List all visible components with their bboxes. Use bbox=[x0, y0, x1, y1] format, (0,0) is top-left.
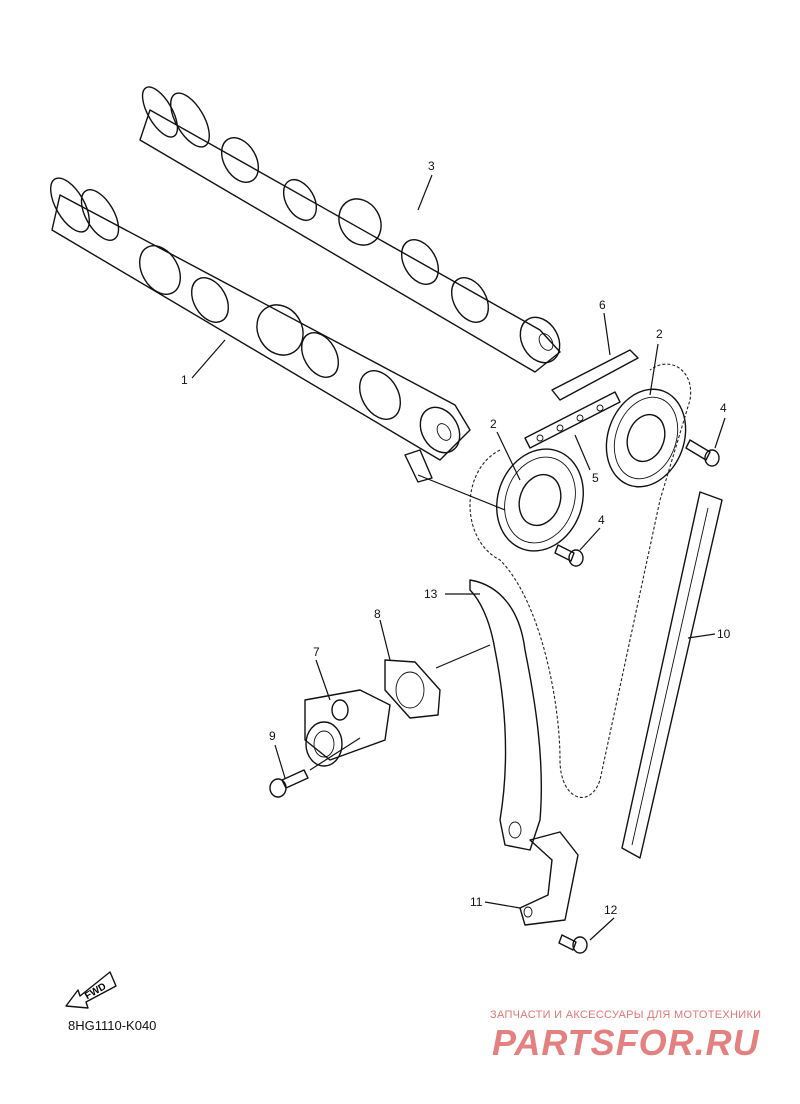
callout-12: 12 bbox=[604, 903, 618, 917]
callout-4-right: 4 bbox=[720, 401, 727, 415]
fwd-label: FWD bbox=[83, 981, 108, 1002]
watermark-logo: PARTSFOR.RU bbox=[492, 1022, 760, 1063]
callout-5: 5 bbox=[592, 471, 599, 485]
guide-bracket bbox=[519, 831, 579, 926]
callout-13: 13 bbox=[424, 587, 438, 601]
sprocket-bolt-left bbox=[554, 544, 584, 567]
chain-guide-straight bbox=[621, 491, 723, 859]
callout-8: 8 bbox=[374, 607, 381, 621]
cam-chain-links bbox=[524, 391, 621, 449]
callout-1: 1 bbox=[181, 373, 188, 387]
bracket-bolt bbox=[558, 934, 588, 954]
callout-2-right: 2 bbox=[656, 327, 663, 341]
diagram-code: 8HG1110-K040 bbox=[68, 1018, 157, 1033]
callout-11: 11 bbox=[470, 895, 483, 909]
callout-6: 6 bbox=[599, 298, 606, 312]
chain-guide-top bbox=[551, 349, 639, 401]
sprocket-bolt-right bbox=[685, 439, 720, 467]
callout-4-left: 4 bbox=[598, 513, 605, 527]
tensioner-guide bbox=[469, 579, 542, 851]
tensioner-bolt bbox=[269, 769, 309, 798]
cam-sprocket-left bbox=[496, 448, 584, 552]
watermark-tagline: ЗАПЧАСТИ И АКСЕССУАРЫ ДЛЯ МОТОТЕХНИКИ bbox=[490, 1009, 762, 1021]
camshaft-upper bbox=[139, 86, 561, 373]
cam-sprocket-right bbox=[605, 388, 687, 488]
callout-9: 9 bbox=[269, 729, 276, 743]
timing-chain-path bbox=[469, 363, 692, 798]
callout-labels: 1 3 6 2 2 4 5 4 13 8 7 10 9 11 12 bbox=[181, 159, 731, 917]
tensioner-gasket bbox=[384, 659, 441, 719]
callout-3: 3 bbox=[428, 159, 435, 173]
callout-10: 10 bbox=[717, 627, 731, 641]
callout-2-left: 2 bbox=[490, 417, 497, 431]
chain-tensioner bbox=[304, 689, 391, 767]
leader-lines bbox=[191, 174, 726, 941]
fwd-arrow-icon: FWD bbox=[65, 971, 117, 1009]
callout-7: 7 bbox=[313, 645, 320, 659]
camshaft-lower bbox=[50, 177, 471, 483]
